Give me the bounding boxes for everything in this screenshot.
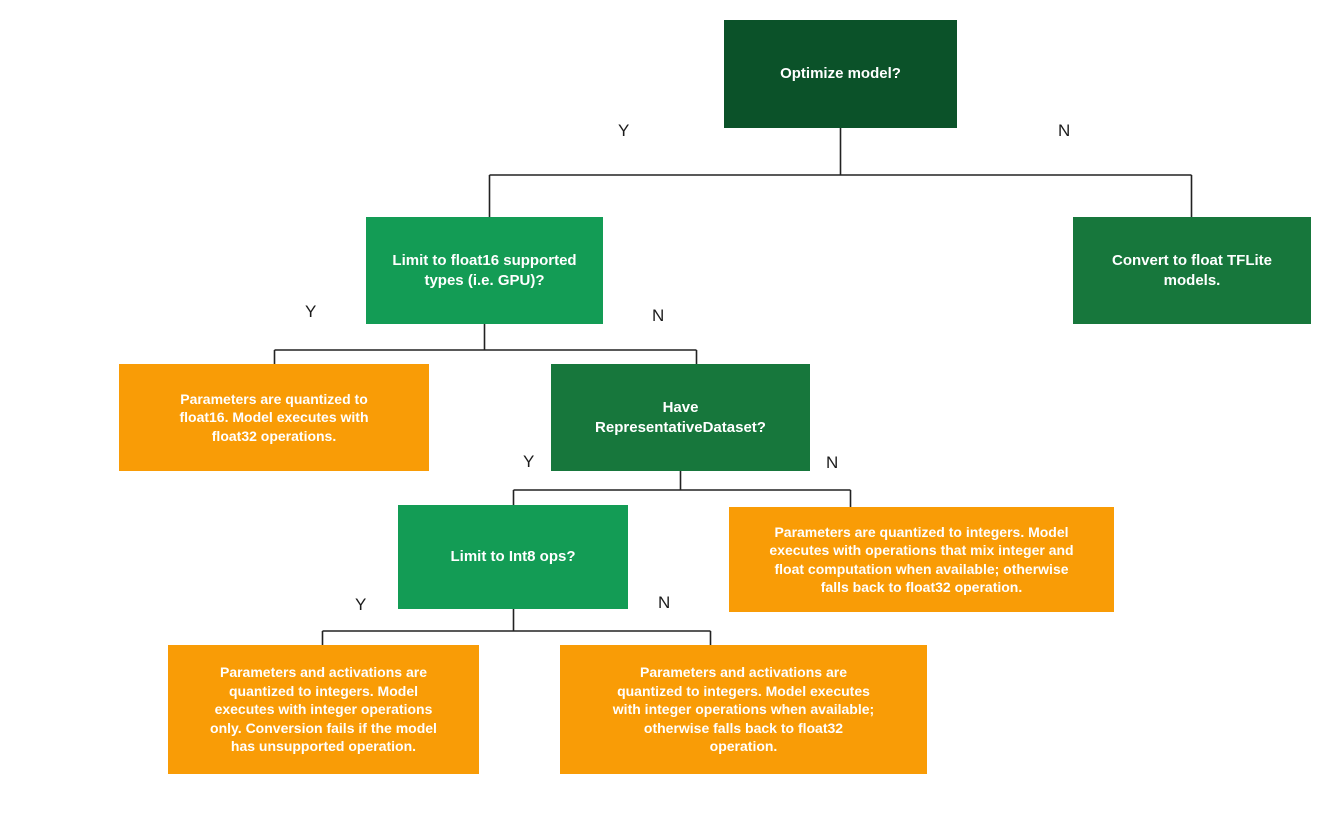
connector-limit-float16 xyxy=(273,324,698,364)
node-limit-int8-ops[interactable]: Limit to Int8 ops? xyxy=(398,505,628,609)
edge-label-float16-yes: Y xyxy=(305,302,317,321)
node-params-int-mixed[interactable]: Parameters are quantized to integers. Mo… xyxy=(729,507,1114,612)
edge-label-dataset-yes: Y xyxy=(523,452,535,471)
connector-have-representative-dataset xyxy=(512,471,852,507)
connector-optimize-model xyxy=(488,128,1193,217)
edge-label-dataset-no: N xyxy=(826,453,839,472)
node-params-activations-int-fallback[interactable]: Parameters and activations are quantized… xyxy=(560,645,927,774)
edge-label-float16-no: N xyxy=(652,306,665,325)
edge-label-optimize-no: N xyxy=(1058,121,1071,140)
edge-label-int8-yes: Y xyxy=(355,595,367,614)
node-convert-float-tflite[interactable]: Convert to float TFLite models. xyxy=(1073,217,1311,324)
node-have-representative-dataset[interactable]: Have RepresentativeDataset? xyxy=(551,364,810,471)
node-limit-float16[interactable]: Limit to float16 supported types (i.e. G… xyxy=(366,217,603,324)
connector-limit-int8-ops xyxy=(321,609,712,645)
node-params-activations-int-only[interactable]: Parameters and activations are quantized… xyxy=(168,645,479,774)
edge-label-int8-no: N xyxy=(658,593,671,612)
node-optimize-model[interactable]: Optimize model? xyxy=(724,20,957,128)
node-params-float16[interactable]: Parameters are quantized to float16. Mod… xyxy=(119,364,429,471)
edge-label-optimize-yes: Y xyxy=(618,121,630,140)
